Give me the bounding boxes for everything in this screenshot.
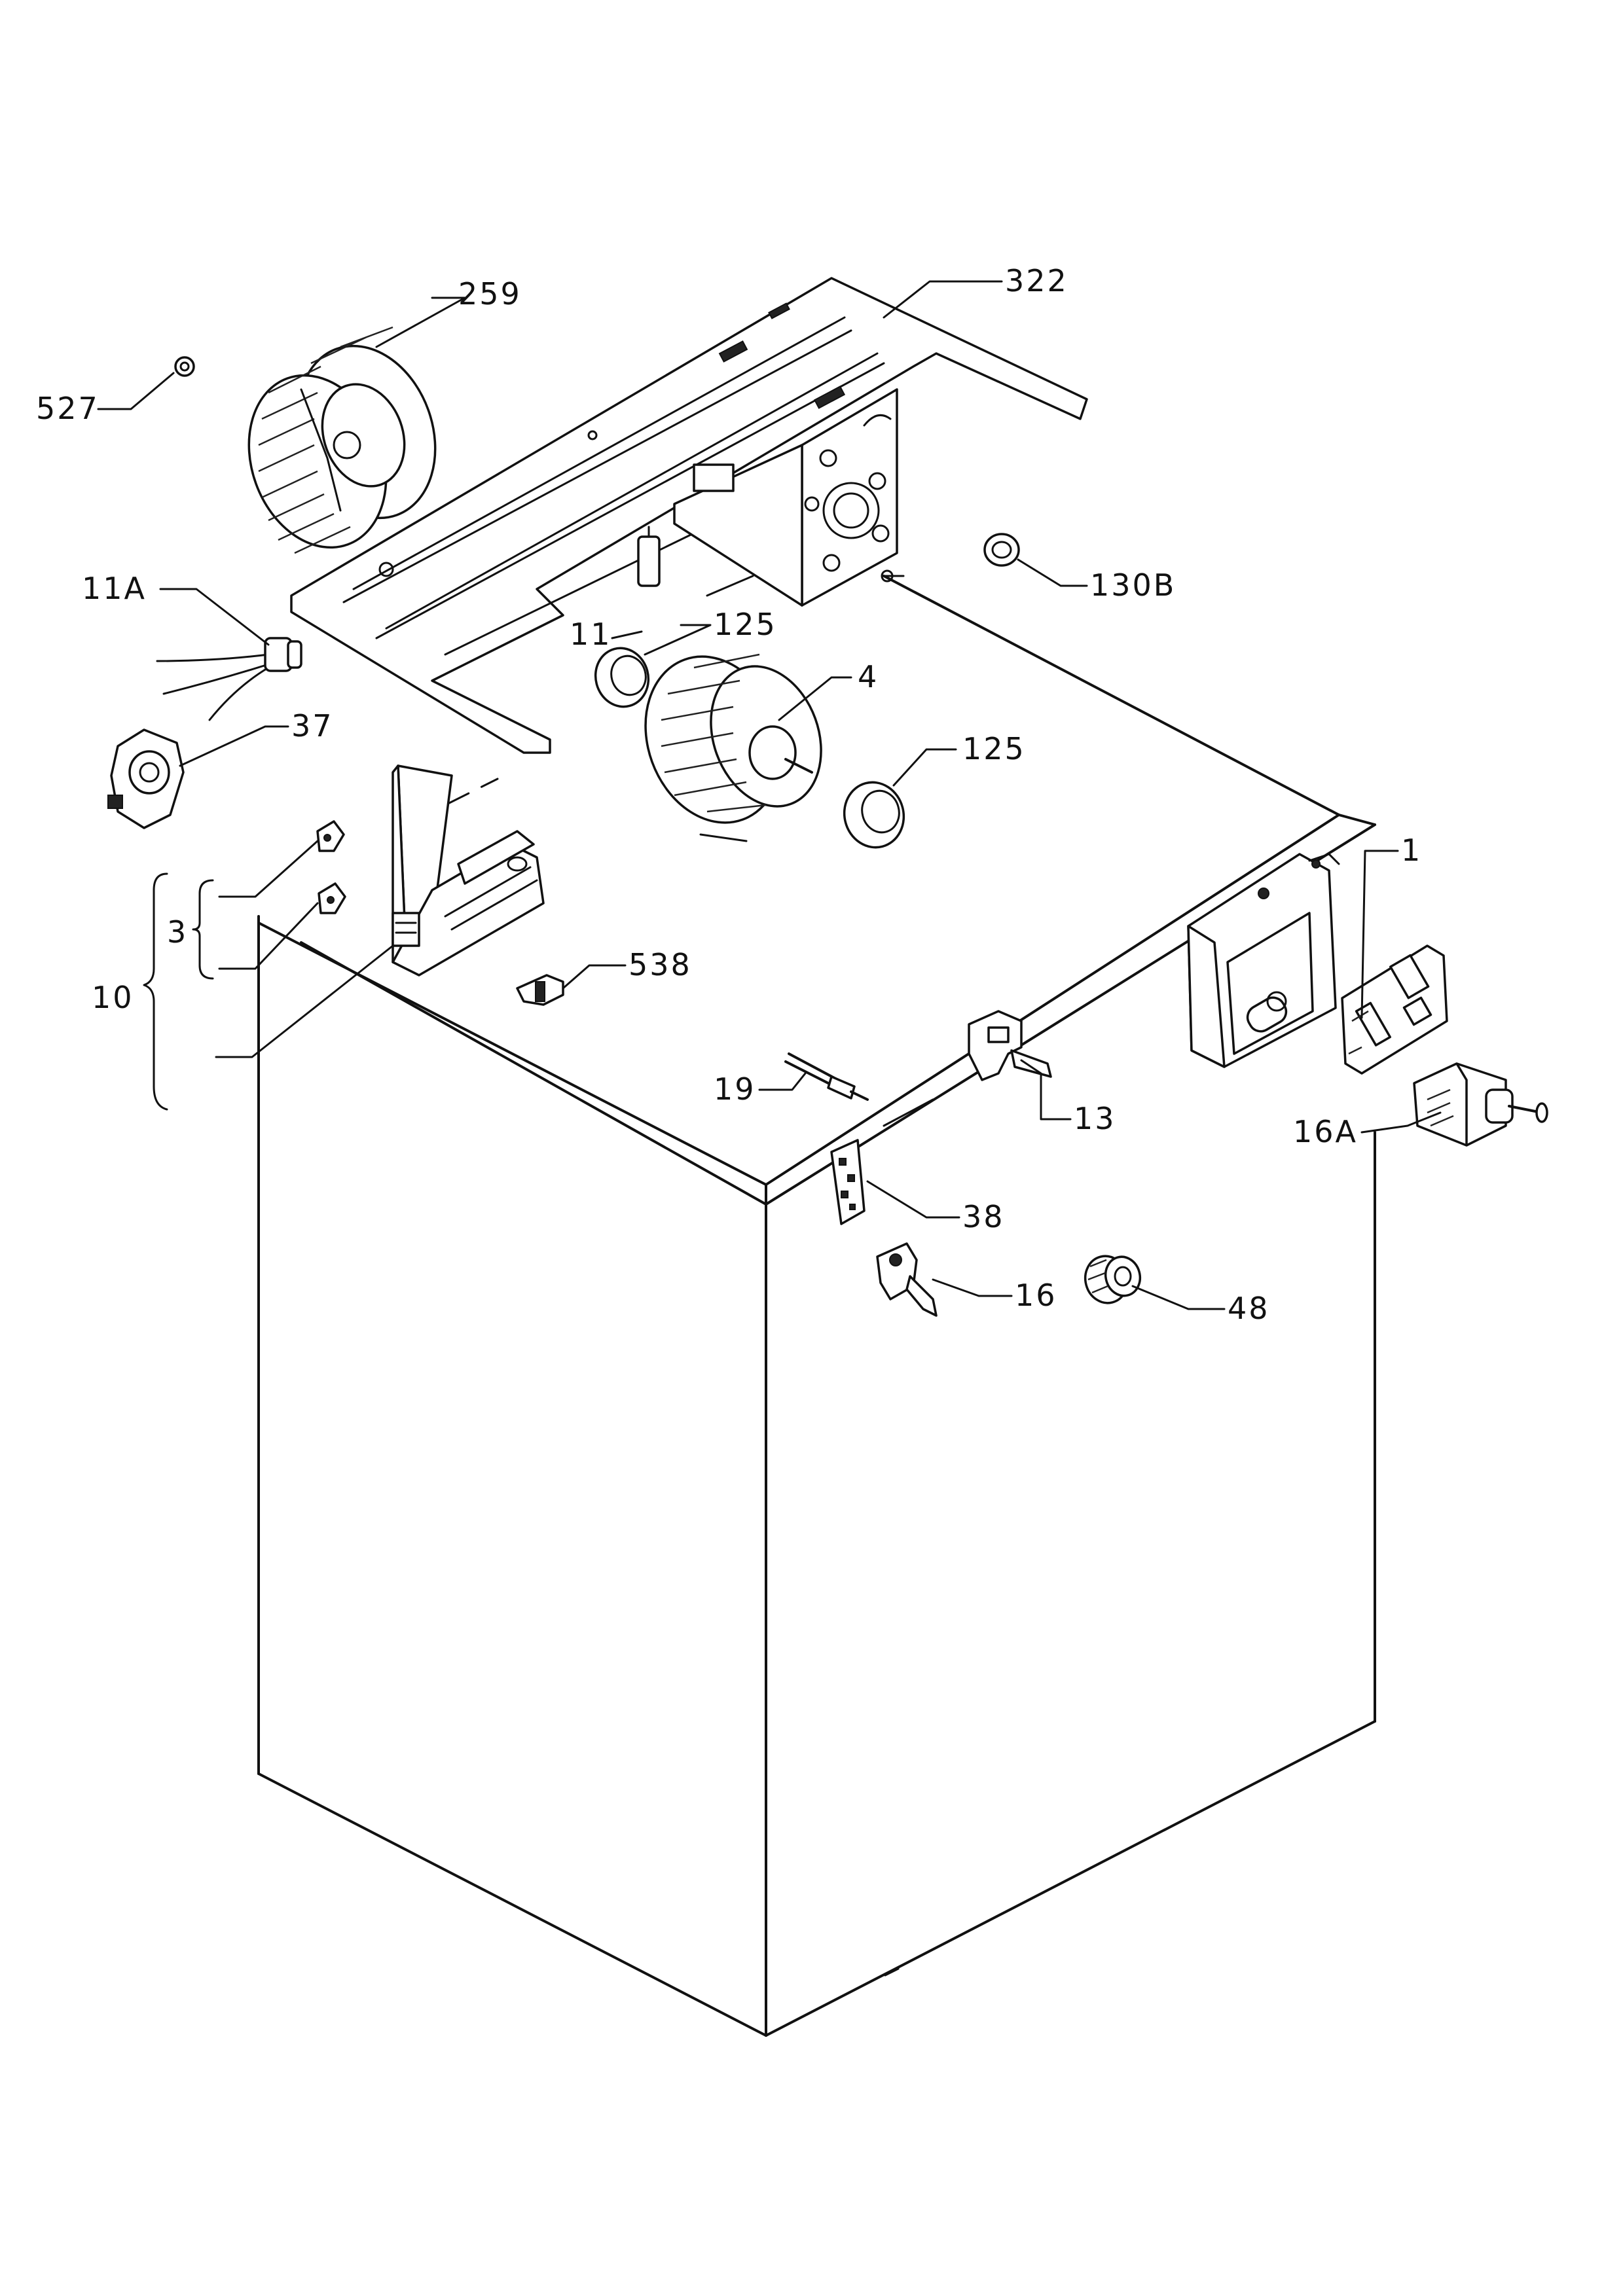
temperature-probe-19 xyxy=(784,1052,869,1101)
grommet-130b xyxy=(983,533,1020,567)
label-3: 3 xyxy=(167,914,188,950)
label-130b: 130B xyxy=(1090,567,1176,603)
motor-4 xyxy=(644,653,822,842)
control-module-1 xyxy=(1187,853,1448,1075)
bushing-125-left xyxy=(594,647,650,708)
lever-switch-16 xyxy=(876,1242,938,1317)
bushing-125-right xyxy=(843,781,905,849)
sensor-13 xyxy=(968,1010,1052,1081)
assembly-guide-lines xyxy=(444,575,905,806)
label-16: 16 xyxy=(1015,1278,1057,1313)
timer-switch-16a xyxy=(1413,1062,1548,1147)
wiring-connector-11a xyxy=(156,637,302,721)
label-11: 11 xyxy=(570,617,612,652)
label-13: 13 xyxy=(1074,1101,1116,1136)
label-125-right: 125 xyxy=(962,731,1026,766)
label-48: 48 xyxy=(1228,1291,1270,1326)
capacitor-11 xyxy=(637,526,661,587)
heater-assembly-10 xyxy=(392,764,545,977)
mounting-plate-322 xyxy=(290,277,1088,754)
clamp-538 xyxy=(516,974,564,1006)
label-259: 259 xyxy=(458,276,522,312)
knob-48 xyxy=(1084,1255,1142,1304)
label-16a: 16A xyxy=(1293,1114,1358,1149)
label-19: 19 xyxy=(714,1071,756,1107)
leader-lines xyxy=(97,280,1442,1310)
label-527: 527 xyxy=(36,391,100,426)
part-labels: 259 322 527 130B 11A 11 125 4 125 37 1 3… xyxy=(36,263,1422,1326)
terminal-plate-38 xyxy=(830,1139,866,1225)
label-11a: 11A xyxy=(82,571,147,606)
label-37: 37 xyxy=(291,708,334,744)
label-125-top: 125 xyxy=(714,607,777,642)
label-4: 4 xyxy=(858,659,879,694)
label-1: 1 xyxy=(1401,833,1422,868)
pressure-switch-37 xyxy=(107,728,185,829)
group-brackets xyxy=(143,872,214,1111)
label-10: 10 xyxy=(92,980,134,1015)
blower-fan-259 xyxy=(247,326,437,554)
label-538: 538 xyxy=(629,947,692,982)
label-38: 38 xyxy=(962,1199,1005,1234)
clip-parts-3 xyxy=(316,820,346,914)
label-322: 322 xyxy=(1005,263,1068,298)
nut-527 xyxy=(174,356,195,377)
